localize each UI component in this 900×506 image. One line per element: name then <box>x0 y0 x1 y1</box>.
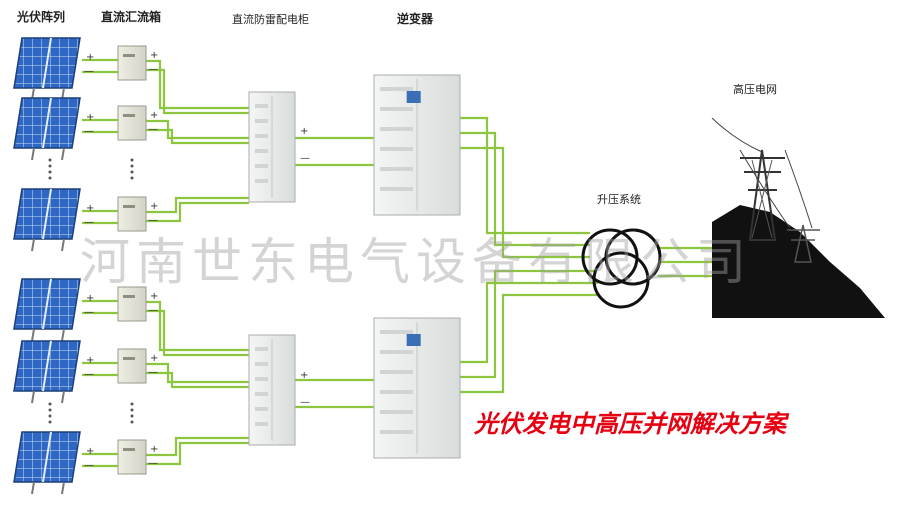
wire <box>460 116 590 235</box>
minus-sign: — <box>84 66 94 77</box>
minus-sign: — <box>148 124 158 135</box>
high-voltage-grid-graphic <box>711 117 885 318</box>
plus-sign: + <box>300 370 309 381</box>
combiner-boxes <box>117 45 147 475</box>
combiner-box <box>117 439 147 475</box>
plus-sign: + <box>86 52 95 63</box>
header-pv-array: 光伏阵列 <box>17 10 66 24</box>
solar-panel <box>13 340 81 404</box>
ellipsis-dot <box>48 164 52 168</box>
minus-sign: — <box>84 369 94 380</box>
ellipsis-dot <box>48 158 52 162</box>
minus-sign: — <box>300 397 310 408</box>
wire <box>460 269 594 379</box>
minus-sign: — <box>84 460 94 471</box>
ellipsis-dot <box>48 176 52 180</box>
combiner-box <box>117 286 147 322</box>
plus-sign: + <box>150 201 159 212</box>
plus-sign: + <box>86 112 95 123</box>
header-inverter: 逆变器 <box>397 12 434 26</box>
dc-cabinet <box>248 334 296 446</box>
minus-sign: — <box>84 307 94 318</box>
inverters <box>373 74 461 459</box>
wire <box>146 68 249 115</box>
wire <box>146 441 249 466</box>
wire <box>146 436 249 457</box>
wire <box>460 146 590 259</box>
plus-sign: + <box>86 293 95 304</box>
wire <box>146 196 249 214</box>
plus-sign: + <box>150 291 159 302</box>
minus-sign: — <box>148 367 158 378</box>
combiner-box <box>117 348 147 384</box>
label-boost-system: 升压系统 <box>597 193 641 206</box>
ellipsis-dot <box>130 170 134 174</box>
combiner-box <box>117 105 147 141</box>
dc-cabinets <box>248 91 296 446</box>
ellipsis-dot <box>48 420 52 424</box>
wire <box>146 300 249 352</box>
header-combiner-box: 直流汇流箱 <box>101 10 162 24</box>
wires <box>82 58 712 468</box>
plus-sign: + <box>86 355 95 366</box>
watermark: 河南世东电气设备有限公司 <box>80 233 752 291</box>
plus-sign: + <box>150 110 159 121</box>
ellipsis-dot <box>48 170 52 174</box>
wire <box>146 59 249 110</box>
ellipsis-dot <box>48 408 52 412</box>
wire <box>460 131 590 247</box>
slogan: 光伏发电中高压并网解决方案 <box>474 410 786 438</box>
solar-panel <box>13 278 81 342</box>
ellipsis-dot <box>130 408 134 412</box>
ellipsis-dots <box>48 158 134 424</box>
label-grid: 高压电网 <box>733 83 777 96</box>
ellipsis-dot <box>48 402 52 406</box>
minus-sign: — <box>84 217 94 228</box>
transformer-symbol <box>581 228 662 309</box>
plus-sign: + <box>86 446 95 457</box>
ellipsis-dot <box>130 402 134 406</box>
ellipsis-dot <box>130 164 134 168</box>
wire <box>146 309 249 357</box>
ellipsis-dot <box>130 158 134 162</box>
wire <box>146 371 249 389</box>
inverter-cabinet <box>373 317 461 459</box>
plus-sign: + <box>150 50 159 61</box>
solar-panel <box>13 97 81 161</box>
plus-sign: + <box>150 444 159 455</box>
plus-sign: + <box>300 126 309 137</box>
dc-cabinet <box>248 91 296 203</box>
solar-panel <box>13 431 81 495</box>
minus-sign: — <box>148 305 158 316</box>
wire <box>146 128 249 145</box>
wire <box>460 281 598 364</box>
ellipsis-dot <box>130 176 134 180</box>
ellipsis-dot <box>130 420 134 424</box>
ellipsis-dot <box>130 414 134 418</box>
ellipsis-dot <box>48 414 52 418</box>
pv-array <box>13 37 81 495</box>
minus-sign: — <box>148 64 158 75</box>
combiner-box <box>117 45 147 81</box>
plus-sign: + <box>86 203 95 214</box>
wire <box>460 293 600 394</box>
header-dc-cabinet: 直流防雷配电柜 <box>232 13 309 26</box>
plus-sign: + <box>150 353 159 364</box>
inverter-cabinet <box>373 74 461 216</box>
minus-sign: — <box>148 458 158 469</box>
solar-panel <box>13 37 81 101</box>
minus-sign: — <box>84 126 94 137</box>
wire <box>146 201 249 223</box>
solar-panel <box>13 188 81 252</box>
combiner-box <box>117 196 147 232</box>
minus-sign: — <box>300 153 310 164</box>
minus-sign: — <box>148 215 158 226</box>
